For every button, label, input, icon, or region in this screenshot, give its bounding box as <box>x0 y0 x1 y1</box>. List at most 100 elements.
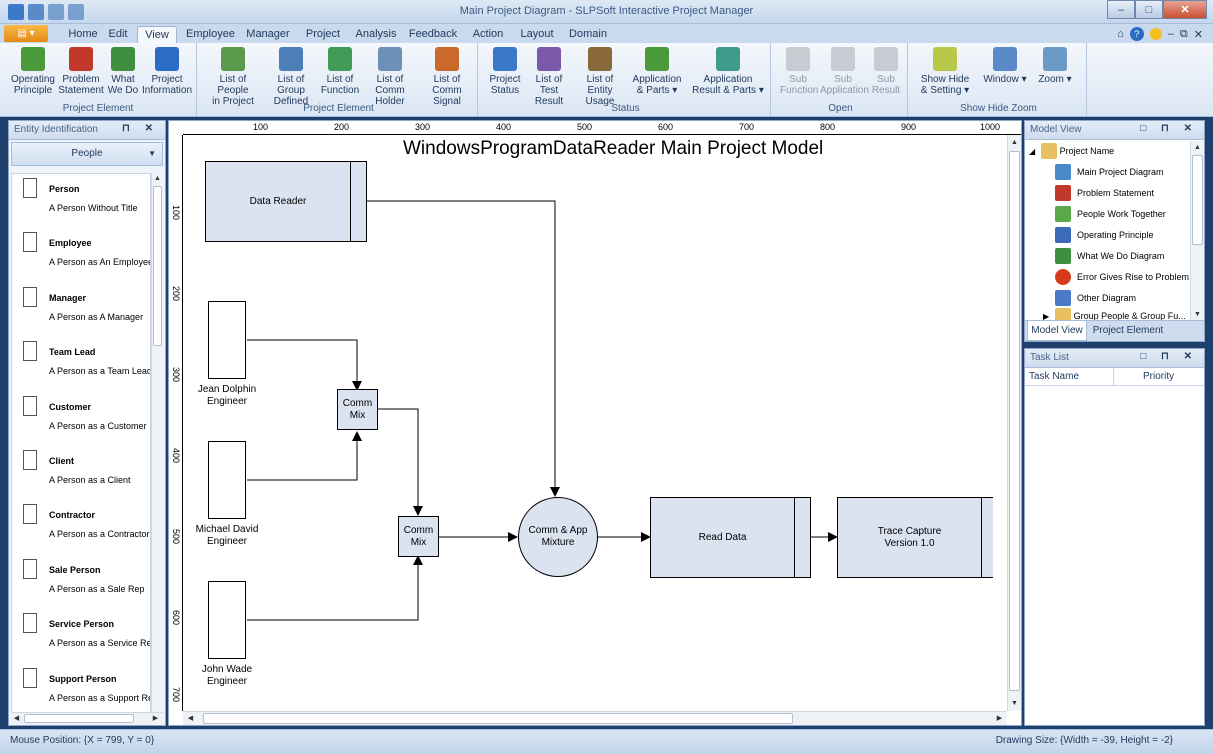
tab-action[interactable]: Action <box>472 28 504 40</box>
scrollbar-thumb[interactable] <box>203 713 793 724</box>
test-result-button[interactable]: List of Test Result <box>525 47 573 107</box>
scroll-up-icon[interactable]: ▲ <box>154 175 161 182</box>
project-information-button[interactable]: Project Information <box>142 47 192 96</box>
list-comm-signal-button[interactable]: List of Comm Signal <box>420 47 474 107</box>
app-icon[interactable] <box>8 4 24 20</box>
actor-box[interactable] <box>208 581 246 659</box>
redo-icon[interactable] <box>68 4 84 20</box>
list-group-button[interactable]: List of Group Defined <box>264 47 318 107</box>
maximize-button[interactable]: □ <box>1135 0 1163 19</box>
scroll-left-icon[interactable]: ◀ <box>187 715 194 722</box>
list-function-button[interactable]: List of Function <box>320 47 360 96</box>
tab-domain[interactable]: Domain <box>569 28 607 40</box>
column-header-task-name[interactable]: Task Name <box>1029 371 1080 382</box>
scroll-right-icon[interactable]: ▶ <box>996 715 1003 722</box>
tab-feedback[interactable]: Feedback <box>408 28 458 40</box>
ribbon-close-button[interactable]: ✕ <box>1193 28 1203 41</box>
application-result-button[interactable]: Application Result & Parts ▾ <box>689 47 767 96</box>
expand-icon[interactable]: ▶ <box>1043 312 1050 321</box>
save-icon[interactable] <box>28 4 44 20</box>
entity-category-dropdown[interactable]: People ▼ <box>11 142 163 166</box>
sub-application-button[interactable]: Sub Application <box>820 47 869 96</box>
tree-item[interactable]: Main Project Diagram <box>1055 163 1164 181</box>
tab-layout[interactable]: Layout <box>520 28 554 40</box>
undo-icon[interactable] <box>48 4 64 20</box>
canvas-vscrollbar[interactable]: ▲ ▼ <box>1007 135 1021 711</box>
project-status-button[interactable]: Project Status <box>485 47 525 96</box>
actor-box[interactable] <box>208 301 246 379</box>
data-reader-process[interactable]: Data Reader <box>205 161 367 242</box>
panel-controls[interactable]: □ ⊓ ✕ <box>1140 123 1198 134</box>
scroll-left-icon[interactable]: ◀ <box>13 715 20 722</box>
expand-icon[interactable]: ◢ <box>1029 147 1036 156</box>
tab-model-view[interactable]: Model View <box>1027 321 1087 341</box>
application-parts-button[interactable]: Application & Parts ▾ <box>631 47 683 96</box>
window-button[interactable]: Window ▾ <box>981 47 1029 85</box>
sub-result-button[interactable]: Sub Result <box>870 47 902 96</box>
canvas-hscrollbar[interactable]: ◀ ▶ <box>183 711 1007 725</box>
sub-function-button[interactable]: Sub Function <box>780 47 818 96</box>
tab-edit[interactable]: Edit <box>108 28 128 40</box>
operating-principle-button[interactable]: Operating Principle <box>10 47 56 96</box>
scrollbar-thumb[interactable] <box>1192 155 1203 245</box>
tree-root[interactable]: ◢ Project Name <box>1029 142 1114 160</box>
zoom-button[interactable]: Zoom ▾ <box>1035 47 1075 85</box>
scroll-down-icon[interactable]: ▼ <box>1194 311 1201 318</box>
panel-controls[interactable]: ⊓ ✕ <box>122 123 159 134</box>
list-comm-holder-button[interactable]: List of Comm Holder <box>362 47 418 107</box>
model-tree-scrollbar[interactable]: ▲ ▼ <box>1190 141 1204 321</box>
show-hide-button[interactable]: Show Hide & Setting ▾ <box>919 47 971 96</box>
tab-home[interactable]: Home <box>68 28 98 40</box>
ribbon-restore-button[interactable]: ⧉ <box>1179 27 1188 40</box>
tab-manager[interactable]: Manager <box>246 28 290 40</box>
tab-project[interactable]: Project <box>305 28 341 40</box>
tab-view[interactable]: View <box>137 26 177 43</box>
scrollbar-thumb[interactable] <box>24 714 134 723</box>
scroll-right-icon[interactable]: ▶ <box>152 715 159 722</box>
scroll-down-icon[interactable]: ▼ <box>1011 700 1018 707</box>
tree-item[interactable]: Operating Principle <box>1055 226 1154 244</box>
ribbon-minimize-button[interactable]: – <box>1167 28 1174 40</box>
column-divider[interactable] <box>1113 368 1114 385</box>
actor-box[interactable] <box>208 441 246 519</box>
entity-list-hscrollbar[interactable]: ◀ ▶ <box>11 712 163 724</box>
tree-item[interactable]: Problem Statement <box>1055 184 1154 202</box>
tab-employee[interactable]: Employee <box>186 28 235 40</box>
close-button[interactable]: ✕ <box>1163 0 1207 19</box>
what-we-do-button[interactable]: What We Do <box>106 47 140 96</box>
help-icon[interactable]: ? <box>1129 27 1144 41</box>
scroll-up-icon[interactable]: ▲ <box>1194 144 1201 151</box>
entity-list-scrollbar[interactable]: ▲ <box>151 173 163 713</box>
application-menu-button[interactable]: ▤ ▾ <box>4 25 48 42</box>
minimize-button[interactable]: – <box>1107 0 1135 19</box>
column-header-priority[interactable]: Priority <box>1143 371 1175 382</box>
tree-item[interactable]: People Work Together <box>1055 205 1166 223</box>
home-caret-icon[interactable]: ⌂ <box>1117 28 1124 40</box>
panel-controls[interactable]: □ ⊓ ✕ <box>1140 351 1198 362</box>
entity-usage-button[interactable]: List of Entity Usage <box>575 47 625 107</box>
scrollbar-thumb[interactable] <box>1009 151 1020 691</box>
problem-statement-button[interactable]: Problem Statement <box>58 47 104 96</box>
tab-analysis[interactable]: Analysis <box>355 28 397 40</box>
scroll-up-icon[interactable]: ▲ <box>1011 139 1018 146</box>
tree-item[interactable]: Other Diagram <box>1055 289 1136 307</box>
read-data-process[interactable]: Read Data <box>650 497 811 578</box>
scrollbar-thumb[interactable] <box>153 186 162 346</box>
tab-project-element[interactable]: Project Element <box>1092 325 1164 336</box>
list-people-button[interactable]: List of People in Project <box>204 47 262 107</box>
tree-item[interactable]: What We Do Diagram <box>1055 247 1164 265</box>
style-icon[interactable] <box>1149 28 1162 40</box>
